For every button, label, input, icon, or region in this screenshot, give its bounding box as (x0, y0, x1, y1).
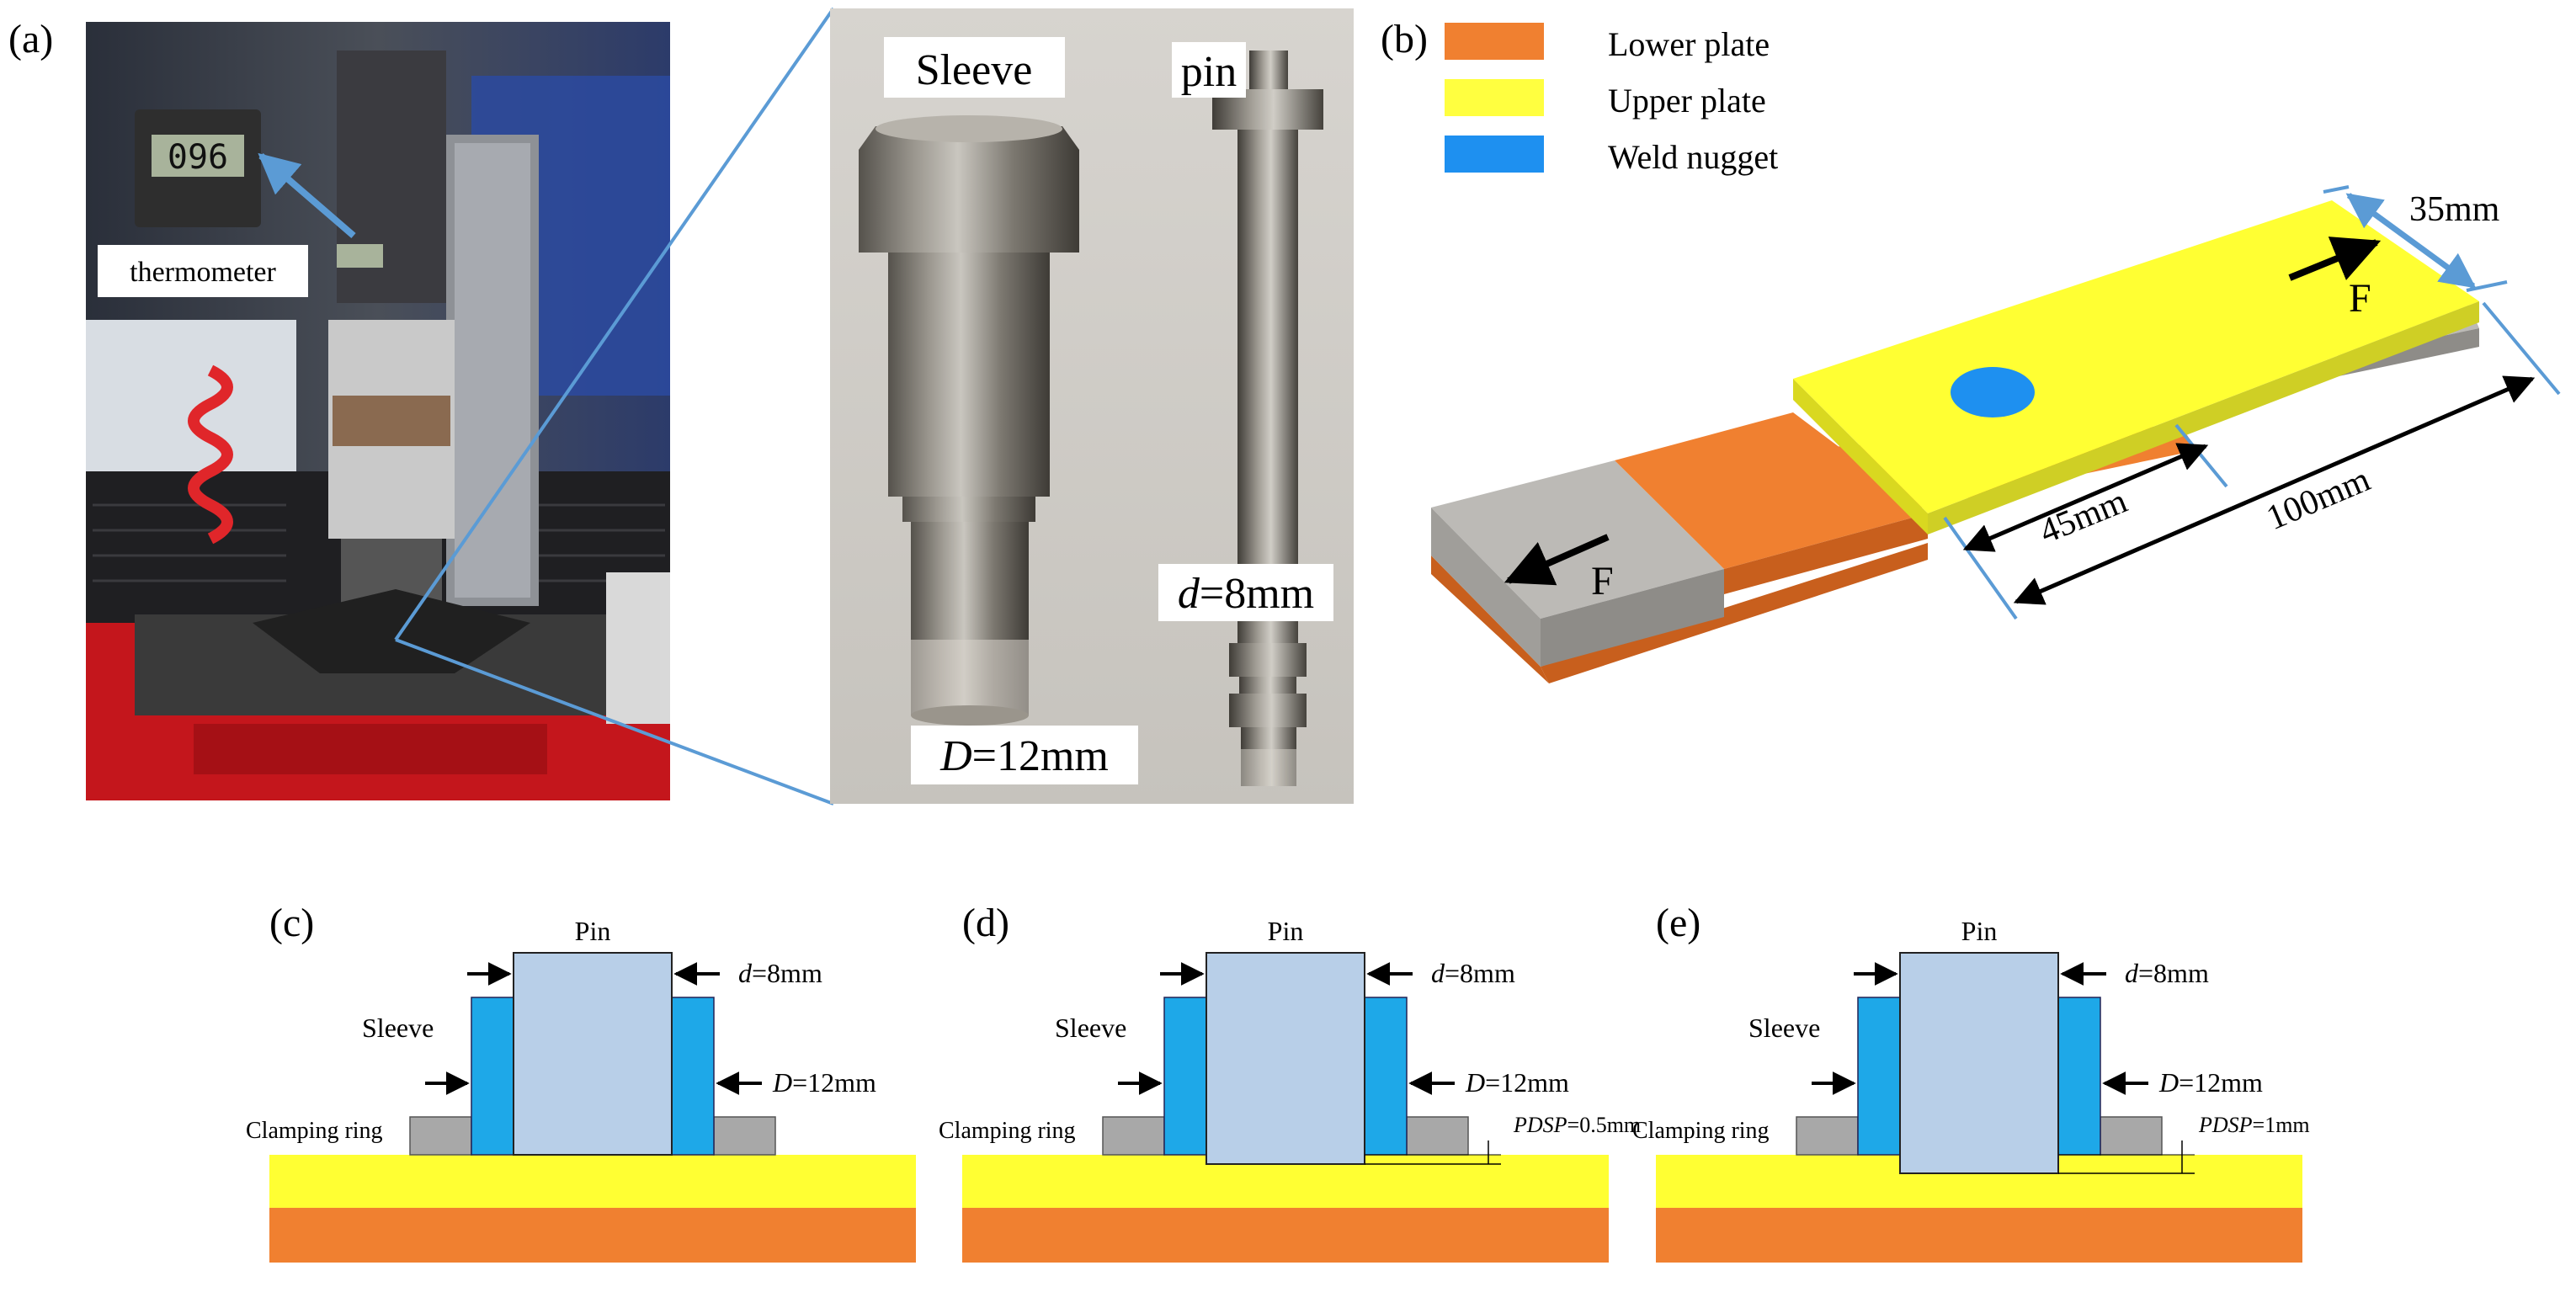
legend: Lower plate Upper plate Weld nugget (1445, 23, 1778, 176)
clamping-ring-left (1102, 1116, 1165, 1156)
legend-label-lower-plate: Lower plate (1608, 25, 1770, 63)
clamping-ring-right (2100, 1116, 2163, 1156)
clamping-ring-label: Clamping ring (246, 1118, 383, 1144)
thermometer-tag: thermometer (98, 245, 308, 297)
zoom-line-bottom (395, 638, 834, 806)
clamp-block-right-front (2339, 328, 2479, 376)
schematic-label: (e) (1656, 901, 1700, 945)
pin-label: Pin (575, 916, 611, 946)
panel-a: (a) (8, 7, 1354, 806)
pin-diameter-label: d=8mm (2125, 958, 2209, 988)
overlap-dimension-label: 45mm (2035, 481, 2133, 551)
sleeve-right (2057, 997, 2101, 1156)
zoom-line-top (394, 7, 835, 641)
lower-plate-exposed (1615, 412, 1928, 569)
thermometer-label: thermometer (130, 257, 276, 288)
upper-plate (269, 1155, 916, 1208)
force-label-left: F (1591, 559, 1614, 603)
schematic-label: (d) (962, 901, 1009, 945)
sleeve-label: Sleeve (362, 1013, 434, 1043)
sleeve-label: Sleeve (1748, 1013, 1820, 1043)
legend-swatch-lower-plate (1445, 23, 1544, 60)
sleeve-left (1857, 997, 1901, 1156)
panel-a-label: (a) (8, 17, 53, 61)
legend-swatch-upper-plate (1445, 79, 1544, 116)
sleeve-photo-label: Sleeve (916, 46, 1033, 94)
welding-machine-photo: 096 (86, 22, 670, 800)
force-arrow-left (1504, 534, 1610, 586)
sleeve-tool (859, 115, 1079, 726)
pin-diameter-label: d=8mm (1431, 958, 1515, 988)
legend-label-upper-plate: Upper plate (1608, 82, 1766, 120)
lower-plate-front (1541, 543, 1928, 683)
width-dimension-arrow (2345, 193, 2477, 289)
sleeve-left (471, 997, 514, 1156)
pin-diameter-label: d=8mm (738, 958, 822, 988)
pin-tool (1212, 51, 1323, 786)
schematic-label: (c) (269, 901, 314, 945)
pin-label: Pin (1268, 916, 1304, 946)
sleeve-diameter-label: D=12mm (939, 732, 1109, 780)
sleeve-diameter-label: D=12mm (2158, 1067, 2263, 1098)
upper-plate-top (1793, 200, 2479, 513)
legend-swatch-weld-nugget (1445, 136, 1544, 173)
thermometer-reading: 096 (168, 138, 228, 177)
pin (1206, 952, 1365, 1165)
sleeve-left (1163, 997, 1207, 1156)
pin (513, 952, 673, 1156)
sleeve-right (671, 997, 715, 1156)
clamp-block-left-front (1541, 569, 1724, 667)
clamping-ring-label: Clamping ring (1632, 1118, 1770, 1144)
sleeve-diameter-label: D=12mm (772, 1067, 876, 1098)
pin (1899, 952, 2059, 1174)
length-dimension-arrow (2013, 375, 2536, 605)
panel-b: (b) Lower plate Upper plate Weld nugget (1381, 17, 2561, 683)
lower-plate (269, 1208, 916, 1263)
clamping-ring-right (713, 1116, 776, 1156)
thermometer-pointer-arrow (258, 152, 356, 239)
pin-photo-label: pin (1181, 48, 1237, 96)
panel-b-label: (b) (1381, 17, 1428, 61)
lower-plate (962, 1208, 1609, 1263)
lower-plate (1656, 1208, 2302, 1263)
weld-nugget (1951, 367, 2035, 417)
pin-diameter-label: d=8mm (1178, 570, 1314, 618)
width-dimension-label: 35mm (2409, 190, 2500, 229)
pdsp-label: PDSP=1mm (2198, 1113, 2310, 1137)
sleeve-right (1364, 997, 1408, 1156)
sleeve-label: Sleeve (1055, 1013, 1126, 1043)
lower-plate-side-left (1431, 556, 1549, 683)
clamp-block-left-side (1431, 508, 1541, 667)
sleeve-diameter-label: D=12mm (1465, 1067, 1569, 1098)
lap-joint-specimen (1431, 200, 2479, 683)
clamping-ring-left (1796, 1116, 1859, 1156)
clamping-ring-right (1406, 1116, 1469, 1156)
tool-photo: Sleeve pin d=8mm D=12mm (830, 8, 1354, 804)
upper-plate-side (1793, 379, 1928, 534)
pdsp-label: PDSP=0.5mm (1513, 1113, 1641, 1137)
force-label-right: F (2349, 276, 2371, 321)
lower-plate-exposed-front (1724, 513, 1928, 594)
legend-label-weld-nugget: Weld nugget (1608, 138, 1778, 176)
clamping-ring-label: Clamping ring (939, 1118, 1076, 1144)
clamping-ring-left (409, 1116, 472, 1156)
pin-label: Pin (1961, 916, 1998, 946)
